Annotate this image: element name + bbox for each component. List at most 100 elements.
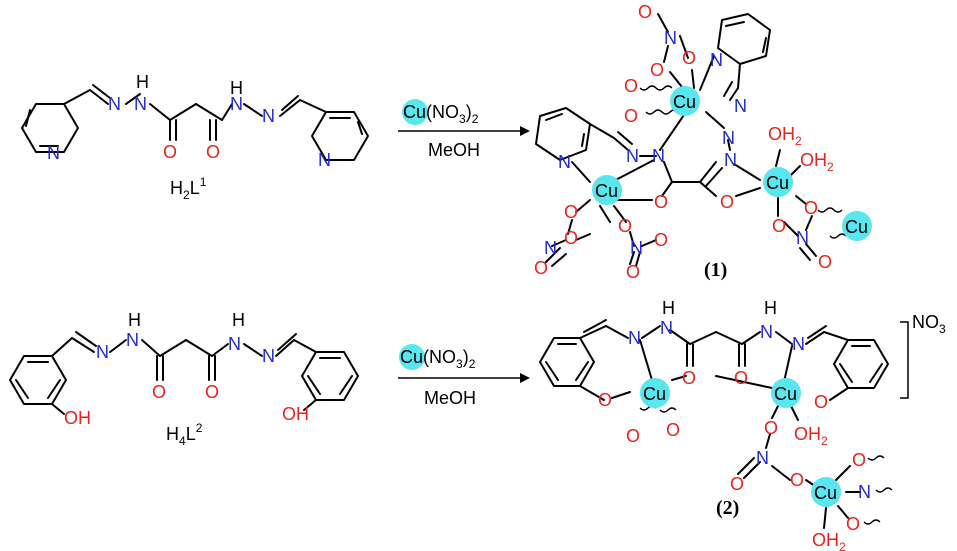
- atom-o: O: [730, 474, 744, 494]
- atom-o: O: [534, 258, 548, 278]
- atom-o: O: [846, 514, 860, 534]
- atom-o: O: [666, 420, 680, 440]
- atom-n: N: [47, 143, 60, 163]
- atom-h: H: [128, 310, 141, 330]
- solvent-label-2: MeOH: [424, 388, 476, 408]
- atom-h: H: [232, 310, 245, 330]
- atom-n: N: [858, 482, 871, 502]
- ligand-h4l2: OH N N H O O H N N OH H4L2: [9, 310, 359, 448]
- atom-oh: OH: [282, 404, 309, 424]
- atom-n: N: [796, 228, 809, 248]
- atom-cu: Cu: [845, 217, 868, 237]
- product-2-structure: Cu Cu Cu N N H O O H N N O O O O O OH2 N…: [539, 298, 946, 551]
- atom-o: O: [764, 418, 778, 438]
- copper-reagent-ball: [402, 99, 428, 125]
- atom-o: O: [618, 216, 632, 236]
- product-1-structure: Cu Cu Cu Cu O N O O O O N N N N N N N O …: [534, 2, 872, 282]
- atom-o: O: [852, 450, 866, 470]
- atom-n: N: [262, 346, 275, 366]
- compound-label-2: (2): [716, 497, 739, 519]
- atom-o: O: [650, 60, 664, 80]
- atom-o: O: [598, 390, 612, 410]
- atom-h: H: [136, 72, 149, 92]
- atom-h: H: [764, 298, 777, 318]
- atom-n: N: [660, 318, 673, 338]
- atom-n: N: [134, 94, 147, 114]
- atom-n: N: [664, 28, 677, 48]
- atom-oh: OH: [64, 408, 91, 428]
- atom-o: O: [564, 202, 578, 222]
- copper-center: [763, 167, 793, 197]
- atom-oh2: OH2: [812, 530, 846, 551]
- atom-cu: Cu: [595, 181, 618, 201]
- counter-ion: NO3: [912, 312, 946, 336]
- atom-n: N: [262, 106, 275, 126]
- atom-n: N: [734, 96, 747, 116]
- atom-o: O: [654, 192, 668, 212]
- atom-n: N: [544, 238, 557, 258]
- reaction-arrow-2: Cu(NO3)2 MeOH: [398, 344, 530, 408]
- copper-center: [640, 378, 670, 408]
- atom-n: N: [628, 328, 641, 348]
- solvent-label-1: MeOH: [428, 140, 480, 160]
- atom-o: O: [654, 230, 668, 250]
- atom-n: N: [710, 50, 723, 70]
- atom-o: O: [638, 2, 652, 22]
- atom-o: O: [720, 192, 734, 212]
- atom-n: N: [96, 342, 109, 362]
- atom-o: O: [206, 142, 220, 162]
- atom-n: N: [126, 330, 139, 350]
- atom-n: N: [558, 152, 571, 172]
- ligand-label-h2l1: H2L1: [170, 175, 207, 202]
- atom-cu: Cu: [673, 92, 696, 112]
- atom-o: O: [682, 368, 696, 388]
- atom-cu: Cu: [643, 384, 666, 404]
- atom-n: N: [108, 94, 121, 114]
- atom-h: H: [230, 78, 243, 98]
- atom-h: H: [662, 298, 675, 318]
- atom-n: N: [228, 334, 241, 354]
- atom-o: O: [564, 228, 578, 248]
- atom-n: N: [792, 334, 805, 354]
- copper-center: [811, 477, 841, 507]
- copper-center: [842, 211, 872, 241]
- ligand-label-h4l2: H4L2: [166, 421, 203, 448]
- reagent-formula-1: Cu(NO3)2: [403, 102, 479, 126]
- reagent-formula-2: Cu(NO3)2: [400, 347, 476, 371]
- copper-center: [670, 86, 700, 116]
- atom-o: O: [734, 368, 748, 388]
- atom-n: N: [318, 150, 331, 170]
- atom-oh2: OH2: [800, 150, 834, 174]
- atom-cu: Cu: [814, 483, 837, 503]
- atom-n: N: [760, 322, 773, 342]
- atom-o: O: [804, 198, 818, 218]
- atom-oh2: OH2: [794, 424, 828, 448]
- atom-o: O: [626, 426, 640, 446]
- atom-n: N: [722, 128, 735, 148]
- atom-n: N: [652, 146, 665, 166]
- atom-n: N: [724, 150, 737, 170]
- atom-o: O: [624, 76, 638, 96]
- compound-label-1: (1): [704, 259, 727, 281]
- atom-o: O: [790, 470, 804, 490]
- atom-oh2: OH2: [768, 124, 802, 148]
- atom-o: O: [772, 216, 786, 236]
- atom-o: O: [818, 252, 832, 272]
- atom-o: O: [163, 142, 177, 162]
- atom-cu: Cu: [774, 384, 797, 404]
- atom-n: N: [626, 146, 639, 166]
- atom-o: O: [152, 382, 166, 402]
- atom-o: O: [626, 262, 640, 282]
- ligand-h2l1: N N N H O O H N N N H2L1: [21, 72, 369, 202]
- atom-o: O: [814, 392, 828, 412]
- atom-o: O: [205, 382, 219, 402]
- copper-center: [592, 175, 622, 205]
- atom-n: N: [230, 94, 243, 114]
- atom-cu: Cu: [766, 173, 789, 193]
- atom-o: O: [682, 48, 696, 68]
- atom-n: N: [756, 448, 769, 468]
- copper-reagent-ball: [399, 344, 425, 370]
- reaction-arrow-1: Cu(NO3)2 MeOH: [398, 99, 530, 160]
